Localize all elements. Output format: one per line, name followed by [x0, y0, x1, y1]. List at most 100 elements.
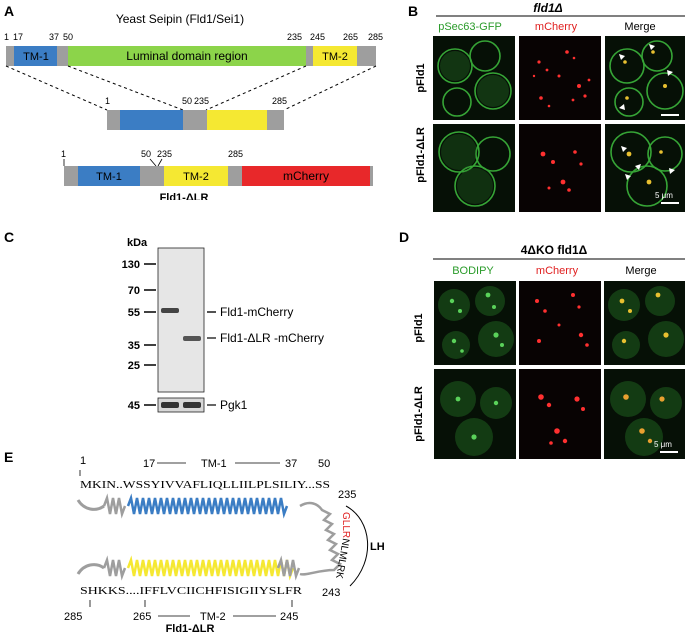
tm2-label: TM-2: [322, 51, 348, 63]
d-r1-mcherry: [519, 281, 601, 365]
panel-a-letter: A: [4, 3, 14, 19]
mid-tm2: [207, 110, 267, 130]
mid-pos-235: 235: [194, 96, 209, 106]
pgk1-label: Pgk1: [220, 398, 248, 412]
b-r2-gfp: [433, 124, 515, 212]
lower-linker: [276, 555, 301, 581]
e-num-265: 265: [133, 611, 151, 623]
pos-17: 17: [13, 32, 23, 42]
linker-coil: [299, 501, 343, 576]
panel-b-letter: B: [408, 3, 418, 19]
e-tm2: TM-2: [200, 611, 226, 623]
panel-d-title: 4ΔKO fld1Δ: [521, 243, 588, 257]
b-row-1: pFld1: [415, 63, 427, 92]
tm2-domain: [313, 46, 357, 66]
pos-265: 265: [343, 32, 358, 42]
con-tm2: [164, 166, 228, 186]
luminal-label: Luminal domain region: [126, 49, 247, 63]
dash-connector: [5, 65, 108, 111]
kda-label: kDa: [127, 237, 148, 249]
lh-label: LH: [370, 541, 385, 553]
panel-b-labels: B fld1Δ pSec63-GFP mCherry Merge pFld1 p…: [408, 1, 685, 183]
d-col-bodipy: BODIPY: [452, 265, 494, 277]
b-r2-mcherry: [519, 124, 601, 212]
e-num-245: 245: [280, 611, 298, 623]
b-r1-merge: [605, 36, 685, 120]
panel-e-letter: E: [4, 450, 13, 465]
pos-235: 235: [287, 32, 302, 42]
con-tm2-label: TM-2: [183, 171, 209, 183]
d-scale-label: 5 μm: [654, 440, 672, 449]
mid-pos-1: 1: [105, 96, 110, 106]
lower-gray-coil: [102, 555, 127, 581]
b-row-2: pFld1-ΔLR: [415, 127, 427, 183]
marker-55: 55: [128, 307, 140, 319]
con-tick: [157, 158, 163, 167]
b-col-mcherry: mCherry: [535, 21, 578, 33]
b-r1-gfp: [433, 36, 515, 120]
d-row-2: pFld1-ΔLR: [413, 386, 425, 442]
mid-pos-50: 50: [182, 96, 192, 106]
d-col-mcherry: mCherry: [536, 265, 579, 277]
tm1-helix: [126, 493, 289, 519]
pos-37: 37: [49, 32, 59, 42]
e-num-17: 17: [143, 458, 155, 470]
arrowhead-icon: [621, 146, 675, 180]
pos-50: 50: [63, 32, 73, 42]
d-row-1: pFld1: [413, 313, 425, 342]
con-pos-235: 235: [157, 149, 172, 159]
lh-bracket: [345, 505, 369, 587]
con-pos-285: 285: [228, 149, 243, 159]
panel-c: C kDa 130 70 55 35 25 Fld1-mCherry Fld1-…: [4, 229, 324, 413]
western-blot: [157, 247, 205, 393]
dash-connector: [283, 65, 377, 111]
e-caption: Fld1-ΔLR: [166, 623, 215, 634]
pos-1: 1: [4, 32, 9, 42]
construct-name: Fld1-ΔLR: [160, 192, 209, 200]
e-num-50: 50: [318, 458, 330, 470]
tm1-label: TM-1: [23, 51, 49, 63]
con-tick: [149, 158, 157, 167]
con-tm1: [78, 166, 140, 186]
panel-c-letter: C: [4, 229, 14, 245]
con-pos-1: 1: [61, 149, 66, 159]
e-num-1: 1: [80, 455, 86, 467]
panel-e: E 1 17 TM-1 37 50 MKIN..WSSYIVVAFLIQLLII…: [4, 450, 385, 634]
d-r2-merge: 5 μm: [604, 369, 685, 459]
marker-70: 70: [128, 285, 140, 297]
band-label-2: Fld1-ΔLR -mCherry: [220, 331, 324, 345]
loading-blot: [157, 397, 205, 413]
upper-gray-coil: [102, 493, 127, 519]
e-seq-bottom: SHKKS....IFFLVCIICHFISIGIIYSLFR: [80, 586, 302, 597]
marker-130: 130: [122, 259, 140, 271]
panel-d-labels: D 4ΔKO fld1Δ BODIPY mCherry Merge pFld1 …: [399, 229, 685, 442]
n-term-tail: [76, 499, 105, 511]
scale-bar: [660, 451, 678, 453]
d-r1-bodipy: [434, 281, 516, 365]
dash-connector: [205, 65, 307, 111]
dash-connector: [67, 65, 184, 111]
pos-285: 285: [368, 32, 383, 42]
e-num-285: 285: [64, 611, 82, 623]
marker-45: 45: [128, 400, 140, 412]
arrowhead-icon: [619, 44, 673, 110]
panel-b-title: fld1Δ: [533, 1, 562, 15]
b-r1-mcherry: [519, 36, 601, 120]
mid-tm1: [120, 110, 183, 130]
band-fld1-dlr-mcherry: [183, 336, 201, 341]
con-mcherry-label: mCherry: [283, 169, 329, 183]
b-scale-label: 5 μm: [655, 191, 673, 200]
d-r2-mcherry: [519, 369, 601, 459]
mid-pos-285: 285: [272, 96, 287, 106]
panel-a: A Yeast Seipin (Fld1/Sei1) 1 17 37 50 23…: [4, 3, 383, 200]
e-num-235: 235: [338, 489, 356, 501]
d-r1-merge: [604, 281, 685, 365]
scale-bar: [661, 114, 679, 116]
e-tm1: TM-1: [201, 458, 227, 470]
b-col-gfp: pSec63-GFP: [438, 21, 502, 33]
pos-245: 245: [310, 32, 325, 42]
luminal-domain: [68, 46, 306, 66]
con-tm1-label: TM-1: [96, 171, 122, 183]
d-col-merge: Merge: [625, 265, 656, 277]
con-mcherry: [242, 166, 370, 186]
